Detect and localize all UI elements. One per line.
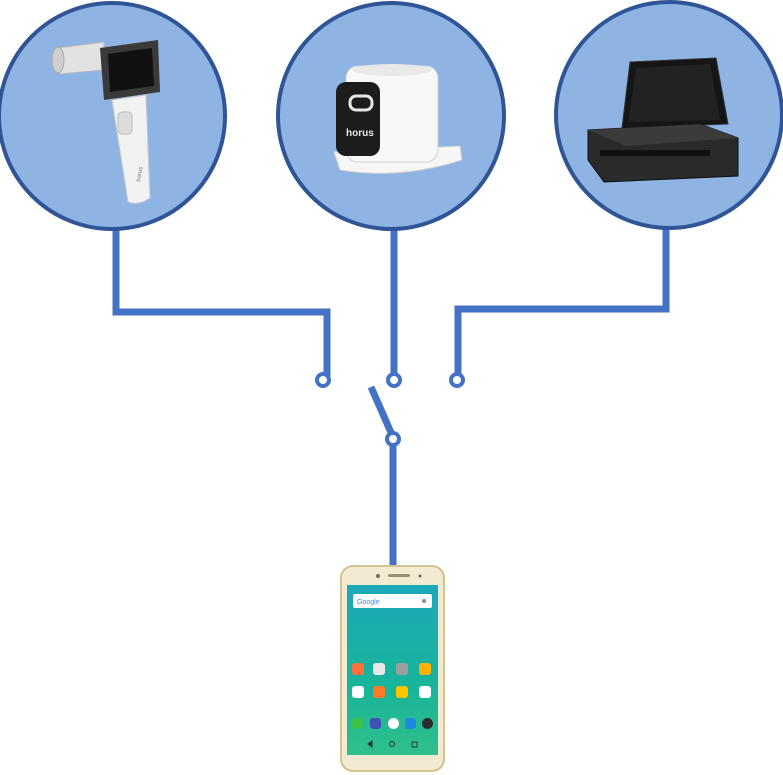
wire-camera: [112, 222, 331, 377]
app-icon-apps[interactable]: [388, 718, 399, 729]
app-icon-settings[interactable]: [396, 663, 408, 675]
wire-printer: [454, 222, 670, 377]
svg-text:horus: horus: [136, 167, 145, 183]
dock-icon: horus: [333, 64, 463, 174]
google-search-label: Google: [357, 599, 380, 606]
terminal-dock: [386, 372, 402, 388]
device-circle: [0, 1, 227, 231]
app-grid: [352, 663, 431, 698]
app-icon-google[interactable]: [352, 686, 364, 698]
app-icon-gallery[interactable]: [352, 663, 364, 675]
switch-blade: [367, 385, 397, 439]
printer-icon: [587, 57, 739, 183]
app-icon-music[interactable]: [373, 686, 385, 698]
device-dock-node: horus: [276, 1, 506, 231]
app-icon-camera[interactable]: [422, 718, 433, 729]
handheld-camera-icon: horus: [51, 40, 160, 204]
dock-row: [352, 718, 433, 729]
device-camera-node: horus: [0, 1, 227, 231]
wires: [112, 222, 670, 566]
terminal-phone: [385, 431, 401, 447]
app-icon-contacts[interactable]: [370, 718, 381, 729]
smartphone: Google: [340, 565, 445, 772]
app-icon-play-store[interactable]: [419, 686, 431, 698]
terminal-camera: [315, 372, 331, 388]
recents-icon[interactable]: [411, 741, 418, 748]
app-icon-file-manager[interactable]: [396, 686, 408, 698]
svg-text:horus: horus: [346, 128, 374, 139]
switch-terminals: [315, 372, 465, 447]
device-printer-node: [554, 0, 783, 230]
back-icon[interactable]: [367, 740, 373, 748]
app-icon-messages[interactable]: [405, 718, 416, 729]
terminal-printer: [449, 372, 465, 388]
app-icon-calendar[interactable]: [419, 663, 431, 675]
app-icon-phone[interactable]: [352, 718, 363, 729]
nav-bar: [367, 740, 418, 748]
google-search-bar[interactable]: [353, 594, 432, 608]
home-icon[interactable]: [389, 741, 395, 747]
app-icon-clock[interactable]: [373, 663, 385, 675]
